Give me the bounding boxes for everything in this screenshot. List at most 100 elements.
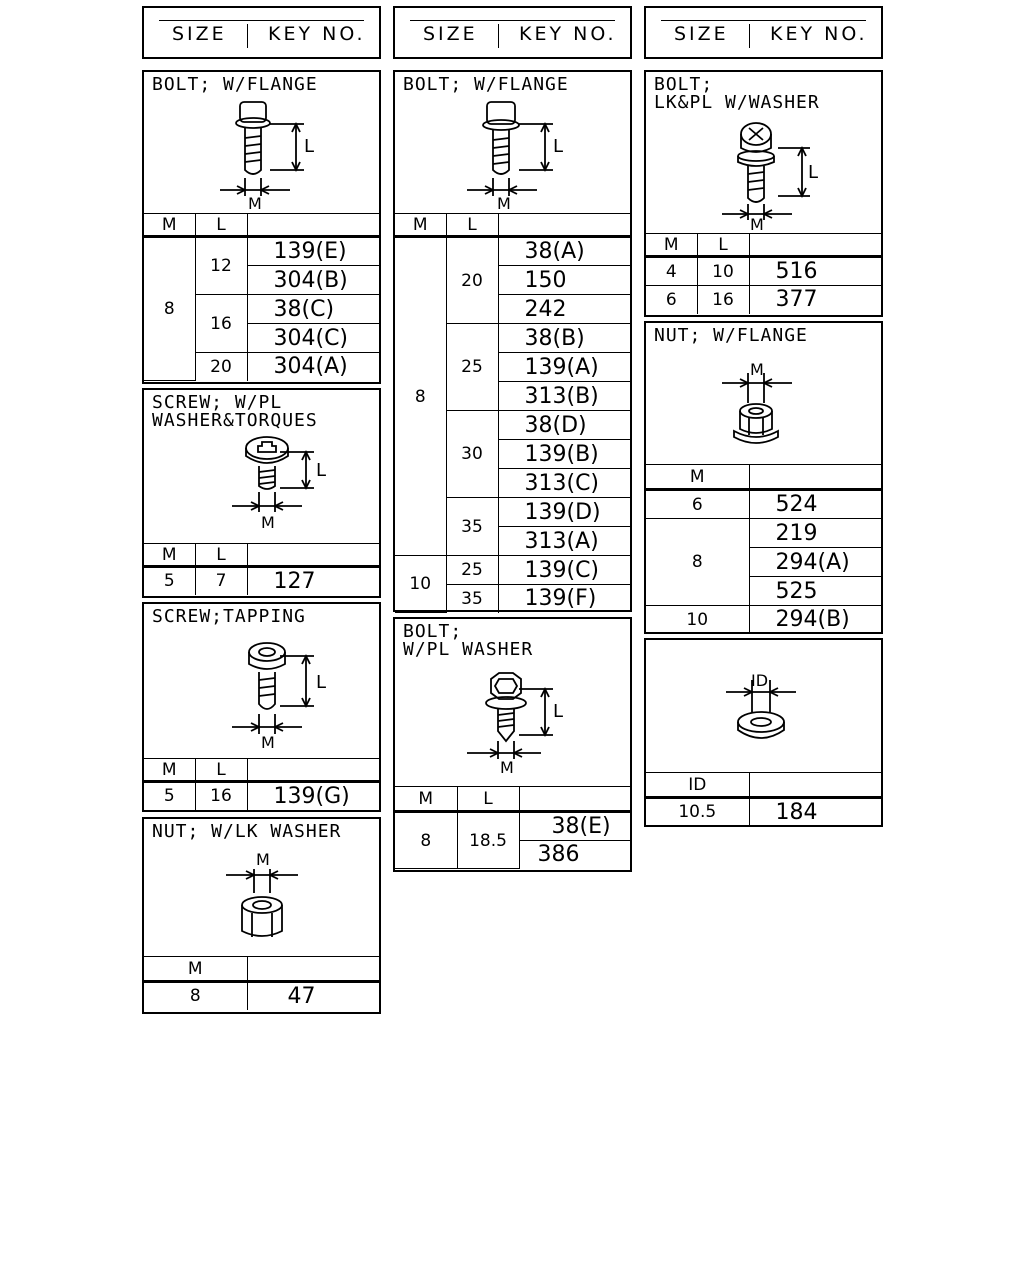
header-divider: [749, 24, 750, 48]
col-key-header: [518, 786, 630, 812]
dimension-m-label: M: [261, 733, 275, 752]
key-no: 242: [497, 294, 630, 324]
dimension-m-label: M: [500, 758, 514, 777]
size-table: M L 8 12 139(E) 304(B) 16 38(C) 304(C) 2…: [144, 213, 379, 381]
bolt-flange-card: BOLT; W/FLANGE L M M L 8 12: [142, 70, 381, 384]
col-l-header: L: [194, 758, 248, 782]
dimension-m-label: M: [750, 215, 764, 232]
col-m-header: M: [144, 758, 196, 782]
col-m-header: M: [646, 233, 698, 257]
col-l-header: L: [456, 786, 520, 812]
header-rule: [410, 20, 615, 21]
part-title: NUT; W/LK WASHER: [152, 821, 342, 842]
key-no: 38(B): [497, 323, 630, 353]
col-key-header: [246, 956, 379, 982]
col-l-header: L: [194, 213, 248, 237]
col-key-header: [748, 464, 881, 490]
key-no: 516: [748, 255, 881, 286]
header-size-label: SIZE: [172, 23, 227, 45]
id-value: 10.5: [646, 796, 750, 826]
key-no: 139(A): [497, 352, 630, 382]
col-key-header: [748, 772, 881, 798]
part-title: BOLT; W/FLANGE: [403, 74, 569, 95]
header-size-label: SIZE: [423, 23, 478, 45]
l-value: 7: [194, 565, 248, 595]
l-value: 16: [696, 285, 750, 314]
col-m-header: M: [144, 956, 248, 982]
header-key-label: KEY NO.: [519, 23, 617, 45]
col-key-header: [246, 758, 379, 782]
key-no: 304(B): [246, 265, 379, 295]
bolt-flange-icon: [467, 101, 553, 196]
part-title: BOLT; LK&PL W/WASHER: [654, 74, 820, 113]
col-m-header: M: [395, 213, 447, 237]
m-value: 10: [395, 555, 447, 613]
key-no: 38(E): [518, 810, 630, 841]
dimension-l-label: L: [316, 672, 326, 693]
dimension-m-label: M: [248, 194, 262, 213]
l-value: 16: [194, 294, 248, 353]
m-value: 8: [395, 810, 458, 869]
key-no: 184: [748, 796, 881, 826]
header-key-label: KEY NO.: [268, 23, 366, 45]
header-size-key-1: SIZE KEY NO.: [142, 6, 381, 59]
bolt-flange-icon: [220, 101, 304, 196]
bolt-lk-pl-washer-figure: L M: [722, 122, 818, 232]
dimension-id-label: ID: [751, 671, 768, 690]
key-no: 47: [246, 980, 379, 1010]
part-title: SCREW; W/PL WASHER&TORQUES: [152, 392, 318, 431]
m-value: 8: [395, 235, 447, 556]
bolt-flange-figure: L M: [220, 101, 314, 213]
key-no: 38(A): [497, 235, 630, 266]
l-value: 35: [445, 497, 499, 556]
key-no: 139(G): [246, 780, 379, 810]
l-value: 25: [445, 555, 499, 585]
m-value: 8: [144, 980, 248, 1010]
bolt-lk-pl-washer-card: BOLT; LK&PL W/WASHER L M M L: [644, 70, 883, 317]
bolt-pl-washer-card: BOLT; W/PL WASHER L M M L 8: [393, 617, 632, 872]
washer-card: ID ID 10.5 184: [644, 638, 883, 827]
m-value: 8: [646, 518, 750, 606]
m-value: 4: [646, 255, 698, 286]
key-no: 525: [748, 576, 881, 606]
dimension-l-label: L: [808, 162, 818, 183]
col-l-header: L: [194, 543, 248, 567]
col-key-header: [748, 233, 881, 257]
size-table: M L 5 16 139(G): [144, 758, 379, 810]
key-no: 304(A): [246, 352, 379, 381]
l-value: 18.5: [456, 810, 520, 869]
m-value: 10: [646, 605, 750, 634]
part-title: BOLT; W/PL WASHER: [403, 621, 534, 660]
dimension-l-label: L: [553, 701, 563, 722]
header-divider: [498, 24, 499, 48]
l-value: 30: [445, 410, 499, 498]
bolt-flange-long-figure: L M: [467, 101, 563, 213]
washer-figure: ID: [726, 671, 796, 739]
dimension-l-label: L: [304, 136, 314, 157]
key-no: 386: [518, 840, 630, 869]
bolt-flange-long-card: BOLT; W/FLANGE L M M L 8 20: [393, 70, 632, 613]
key-no: 294(A): [748, 547, 881, 577]
part-title: BOLT; W/FLANGE: [152, 74, 318, 95]
m-value: 8: [144, 235, 196, 381]
l-value: 16: [194, 780, 248, 810]
col-key-header: [246, 213, 379, 237]
dimension-m-label: M: [497, 194, 511, 213]
m-value: 6: [646, 285, 698, 314]
col-l-header: L: [445, 213, 499, 237]
l-value: 20: [194, 352, 248, 381]
bolt-pl-washer-figure: L M: [467, 672, 563, 777]
nut-lk-washer-icon: [226, 869, 298, 937]
part-title: NUT; W/FLANGE: [654, 325, 808, 346]
size-table: M L 5 7 127: [144, 543, 379, 595]
nut-lk-washer-figure: M: [226, 850, 298, 937]
key-no: 219: [748, 518, 881, 548]
col-id-header: ID: [646, 772, 750, 798]
l-value: 20: [445, 235, 499, 324]
size-table: ID 10.5 184: [646, 772, 881, 826]
size-table: M 6 524 8 219 294(A) 525 10 294(B): [646, 464, 881, 634]
header-size-key-2: SIZE KEY NO.: [393, 6, 632, 59]
col-m-header: M: [395, 786, 458, 812]
header-size-key-3: SIZE KEY NO.: [644, 6, 883, 59]
l-value: 10: [696, 255, 750, 286]
